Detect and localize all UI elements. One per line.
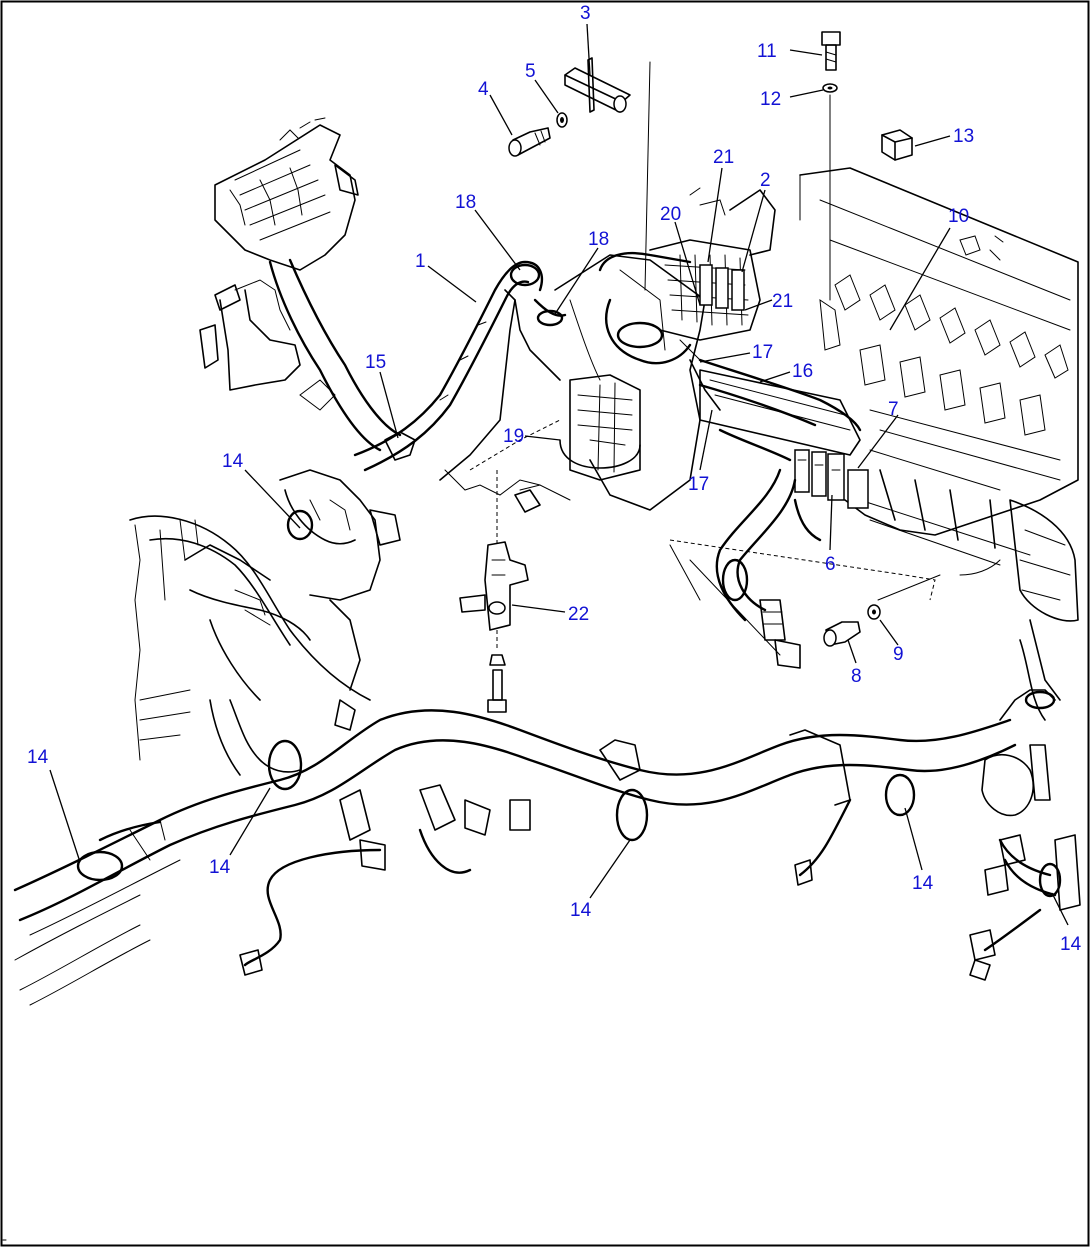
- callout-7: 7: [888, 399, 899, 420]
- part-12-washer: [822, 83, 838, 93]
- callout-leaders: [49, 23, 1069, 926]
- callout-14-far-left: 14: [27, 747, 49, 768]
- part-22-sensor: [459, 470, 571, 713]
- callout-16: 16: [792, 361, 813, 382]
- left-mid-assembly: [129, 469, 401, 776]
- engine-block-artwork: [799, 167, 1079, 721]
- callout-21-upper: 20: [660, 204, 681, 225]
- callout-14-far-right: 14: [1060, 934, 1082, 955]
- harness-16-17: [698, 358, 869, 669]
- clamp-15: [384, 431, 416, 461]
- callout-13: 13: [953, 126, 974, 147]
- callout-14-right: 14: [912, 873, 934, 894]
- callout-19: 19: [503, 426, 524, 447]
- callout-22: 22: [568, 604, 589, 625]
- callout-20: 21: [713, 147, 734, 168]
- callout-9: 9: [893, 644, 904, 665]
- clamp-14-far-left: [76, 850, 124, 882]
- harness-1: [353, 260, 567, 472]
- callout-2: 2: [760, 170, 771, 191]
- callout-18-left: 18: [455, 192, 476, 213]
- assembly-lines: [644, 61, 941, 601]
- part-8-bolt: [823, 621, 861, 647]
- part-11-bolt: [821, 31, 841, 71]
- callout-labels: 3 4 5 11 12 13 21 2 18 18 20 10 1 21 17 …: [27, 3, 1082, 955]
- callout-8: 8: [851, 666, 862, 687]
- clamp-14-right: [884, 773, 916, 817]
- callout-12: 12: [760, 89, 781, 110]
- callout-14-left: 14: [209, 857, 231, 878]
- relay-box-area: [598, 187, 776, 411]
- callout-5: 5: [525, 61, 536, 82]
- left-component-cluster: [199, 117, 402, 452]
- callout-6: 6: [825, 554, 836, 575]
- callout-21-lower: 21: [772, 291, 793, 312]
- right-lower-assembly: [969, 689, 1081, 981]
- part-3-bracket: [564, 57, 631, 113]
- callout-4: 4: [478, 79, 489, 100]
- callout-18-right: 18: [588, 229, 609, 250]
- callout-17-lower: 17: [688, 474, 709, 495]
- callout-3: 3: [580, 3, 591, 24]
- callout-14-upper-left: 14: [222, 451, 244, 472]
- callout-17-upper: 17: [752, 342, 773, 363]
- part-4-bolt: [508, 127, 551, 157]
- callout-14-center: 14: [570, 900, 592, 921]
- clamp-18-upper: [509, 263, 541, 287]
- clamp-14-center: [615, 788, 649, 842]
- part-13-relay: [881, 129, 913, 161]
- center-bracket-artwork: [439, 254, 936, 656]
- clamp-14-left-lower: [267, 739, 303, 791]
- callout-11: 11: [757, 41, 777, 62]
- callout-1: 1: [415, 251, 426, 272]
- part-5-washer: [556, 112, 568, 128]
- main-chassis-harness: [13, 709, 1017, 1006]
- injector-rows: [819, 235, 1069, 491]
- callout-15: 15: [365, 352, 386, 373]
- callout-10: 10: [948, 206, 969, 227]
- part-9-washer: [867, 604, 881, 620]
